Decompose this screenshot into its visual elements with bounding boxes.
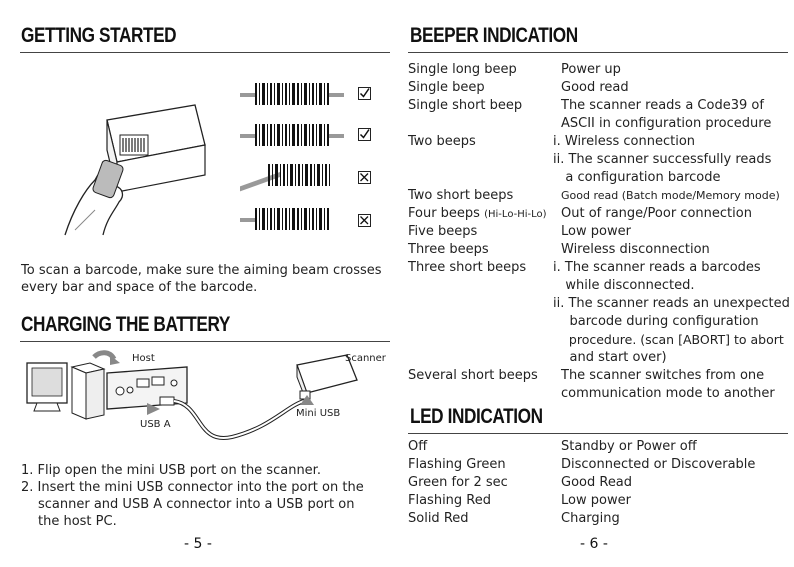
usb-connection-diagram [26, 350, 358, 441]
beeper-meaning: ii. The scanner successfully reads [553, 152, 772, 167]
beeper-meaning: ASCII in configuration procedure [561, 116, 772, 131]
led-row: Off Standby or Power off [408, 438, 794, 456]
led-meaning: Charging [561, 511, 620, 526]
beeper-row: Single long beep Power up [408, 61, 794, 79]
beeper-row: and start over) [408, 349, 794, 367]
barcode-graphics [215, 83, 344, 230]
beeper-row: ii. The scanner reads an unexpected [408, 295, 794, 313]
check-icon [358, 87, 371, 100]
heading-rule [20, 341, 390, 342]
heading-rule [408, 52, 788, 53]
scan-instruction-line1: To scan a barcode, make sure the aiming … [21, 263, 382, 278]
beeper-meaning: The scanner reads a Code39 of [561, 98, 764, 113]
beeper-meaning: Good read (Batch mode/Memory mode) [561, 189, 780, 202]
beeper-row: Several short beeps The scanner switches … [408, 367, 794, 385]
beeper-meaning: Low power [561, 224, 631, 239]
beeper-meaning: Good read [561, 80, 629, 95]
beeper-pattern-label: Four beeps [408, 206, 480, 221]
beeper-pattern: Single short beep [408, 98, 523, 113]
beeper-row: Single beep Good read [408, 79, 794, 97]
beeper-meaning: i. The scanner reads a barcodes [553, 260, 761, 275]
beeper-meaning: a configuration barcode [553, 170, 721, 185]
heading-rule [408, 433, 788, 434]
check-icon [358, 128, 371, 141]
beeper-pattern: Several short beeps [408, 368, 538, 383]
led-state: Flashing Green [408, 457, 506, 472]
beeper-row: Four beeps (Hi-Lo-Hi-Lo) Out of range/Poo… [408, 205, 794, 223]
beeper-pattern: Two beeps [408, 134, 476, 149]
beeper-pattern: Single beep [408, 80, 485, 95]
cross-icon [358, 214, 371, 227]
led-table: Off Standby or Power off Flashing Green Di… [408, 438, 794, 530]
page-number-right: - 6 - [580, 536, 608, 552]
beeper-meaning: barcode during configuration [553, 314, 759, 329]
led-heading: LED INDICATION [410, 405, 543, 428]
beeper-meaning: i. Wireless connection [553, 134, 696, 149]
led-meaning: Low power [561, 493, 631, 508]
beeper-row: ii. The scanner successfully reads [408, 151, 794, 169]
beeper-pattern: Two short beeps [408, 188, 514, 203]
step-2-line3: the host PC. [38, 514, 117, 529]
led-row: Flashing Red Low power [408, 492, 794, 510]
cross-icon [358, 171, 371, 184]
beeper-row: barcode during configuration [408, 313, 794, 331]
beeper-row: while disconnected. [408, 277, 794, 295]
beeper-row: Two beeps i. Wireless connection [408, 133, 794, 151]
led-row: Solid Red Charging [408, 510, 794, 528]
beeper-row: Three short beeps i. The scanner reads a … [408, 259, 794, 277]
usb-a-label: USB A [140, 419, 171, 430]
beeper-meaning: and start over) [553, 350, 667, 365]
beeper-meaning: Out of range/Poor connection [561, 206, 752, 221]
beeper-meaning: ii. The scanner reads an unexpected [553, 296, 790, 311]
beeper-pattern: Three beeps [408, 242, 489, 257]
scanner-label: Scanner [345, 353, 386, 364]
led-row: Green for 2 sec Good Read [408, 474, 794, 492]
beeper-meaning: Wireless disconnection [561, 242, 710, 257]
beeper-meaning: The scanner switches from one [561, 368, 765, 383]
host-label: Host [132, 353, 155, 364]
step-1: 1. Flip open the mini USB port on the sc… [21, 463, 321, 478]
beeper-row: Single short beep The scanner reads a Cod… [408, 97, 794, 115]
led-state: Green for 2 sec [408, 475, 508, 490]
beeper-row: ASCII in configuration procedure [408, 115, 794, 133]
led-meaning: Good Read [561, 475, 633, 490]
beeper-pattern: Four beeps (Hi-Lo-Hi-Lo) [408, 205, 547, 224]
beeper-pattern-detail: (Hi-Lo-Hi-Lo) [484, 209, 547, 220]
scanner-hand-illustration [64, 104, 206, 236]
step-2-line2: scanner and USB A connector into a USB p… [38, 497, 355, 512]
beeper-row: Five beeps Low power [408, 223, 794, 241]
beeper-row: communication mode to another [408, 385, 794, 403]
beeper-meaning: while disconnected. [553, 278, 695, 293]
charging-heading: CHARGING THE BATTERY [21, 313, 230, 336]
led-row: Flashing Green Disconnected or Discoverab… [408, 456, 794, 474]
mini-usb-label: Mini USB [296, 408, 341, 419]
led-meaning: Disconnected or Discoverable [561, 457, 756, 472]
getting-started-heading: GETTING STARTED [21, 24, 177, 47]
beeper-pattern: Five beeps [408, 224, 478, 239]
beeper-meaning: procedure. (scan [ABORT] to abort [553, 332, 784, 347]
beeper-meaning: Power up [561, 62, 621, 77]
barcode-examples [215, 80, 380, 240]
led-state: Flashing Red [408, 493, 492, 508]
beeper-row: Three beeps Wireless disconnection [408, 241, 794, 259]
beeper-row: procedure. (scan [ABORT] to abort [408, 331, 794, 349]
beeper-pattern: Three short beeps [408, 260, 527, 275]
led-meaning: Standby or Power off [561, 439, 697, 454]
heading-rule [20, 52, 390, 53]
beeper-row: Two short beeps Good read (Batch mode/Mem… [408, 187, 794, 205]
scan-instruction-line2: every bar and space of the barcode. [21, 280, 258, 295]
beeper-meaning: communication mode to another [561, 386, 775, 401]
beeper-row: a configuration barcode [408, 169, 794, 187]
led-state: Solid Red [408, 511, 469, 526]
beeper-pattern: Single long beep [408, 62, 517, 77]
step-2-line1: 2. Insert the mini USB connector into th… [21, 480, 364, 495]
page-number-left: - 5 - [184, 536, 212, 552]
led-state: Off [408, 439, 428, 454]
beeper-heading: BEEPER INDICATION [410, 24, 578, 47]
